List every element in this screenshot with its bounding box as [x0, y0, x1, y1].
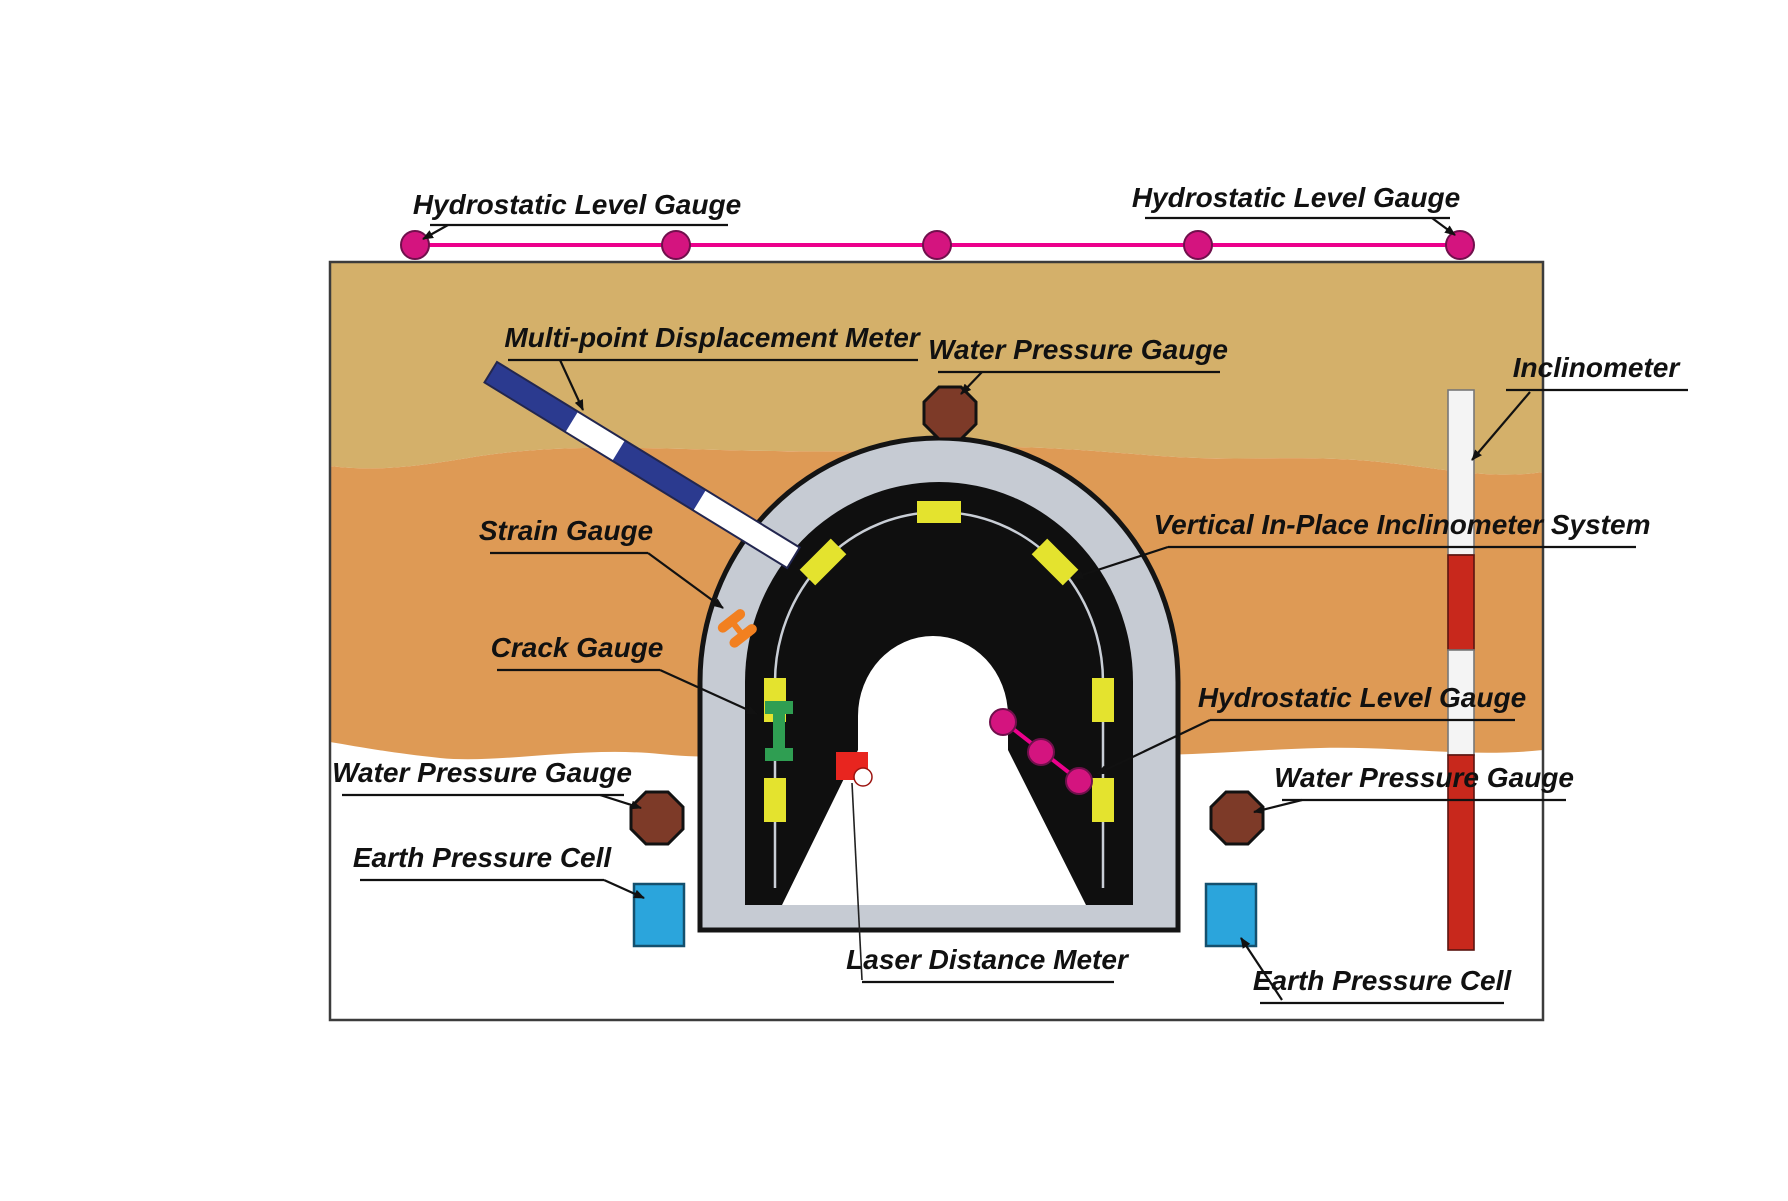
- hydrostatic-gauge-icon: [661, 230, 691, 260]
- hydrostatic-level-inner: [989, 708, 1093, 795]
- label-text: Hydrostatic Level Gauge: [1198, 682, 1526, 713]
- label-water-pressure-left: Water Pressure Gauge: [332, 757, 642, 810]
- label-inclinometer: Inclinometer: [1471, 352, 1688, 461]
- label-text: Water Pressure Gauge: [1274, 762, 1574, 793]
- hydrostatic-gauge-icon: [1445, 230, 1475, 260]
- label-earth-pressure-left: Earth Pressure Cell: [353, 842, 645, 900]
- inclinometer-bar: [1447, 389, 1475, 951]
- label-crack-gauge: Crack Gauge: [491, 632, 758, 716]
- hydrostatic-gauge-icon: [922, 230, 952, 260]
- water-pressure-gauge-icon-top: [922, 385, 978, 441]
- inclinometer-sensor: [1031, 538, 1079, 586]
- water-pressure-gauge-icon-left: [629, 790, 685, 846]
- label-text: Water Pressure Gauge: [332, 757, 632, 788]
- displacement-meter-rod: [483, 360, 802, 570]
- label-vertical-inplace: Vertical In-Place Inclinometer System: [1072, 509, 1651, 580]
- label-water-pressure-top: Water Pressure Gauge: [928, 334, 1228, 395]
- label-laser-distance: Laser Distance Meter: [846, 782, 1130, 984]
- label-text: Hydrostatic Level Gauge: [1132, 182, 1460, 213]
- hydrostatic-gauge-icon: [400, 230, 430, 260]
- water-pressure-gauge-icon-right: [1209, 790, 1265, 846]
- label-hydro-inner: Hydrostatic Level Gauge: [1096, 682, 1526, 775]
- hydrostatic-gauge-icon: [1065, 767, 1093, 795]
- inclinometer-sensor: [799, 538, 847, 586]
- label-text: Inclinometer: [1513, 352, 1682, 383]
- label-strain-gauge: Strain Gauge: [479, 515, 724, 609]
- strain-gauge-icon: [717, 609, 757, 648]
- hydrostatic-gauge-icon: [1027, 738, 1055, 766]
- tunnel: [697, 435, 1181, 933]
- inclinometer-sensor: [1092, 778, 1114, 822]
- earth-pressure-cell-icon-left: [632, 882, 686, 948]
- label-text: Multi-point Displacement Meter: [504, 322, 921, 353]
- earth-pressure-cell-icon-right: [1204, 882, 1258, 948]
- soil-layer-top: [330, 262, 1543, 475]
- label-earth-pressure-right: Earth Pressure Cell: [1240, 937, 1513, 1005]
- hydrostatic-gauge-icon: [989, 708, 1017, 736]
- section-border: [328, 260, 1545, 1022]
- label-text: Hydrostatic Level Gauge: [413, 189, 741, 220]
- label-hydro-top-left: Hydrostatic Level Gauge: [413, 189, 741, 240]
- label-text: Vertical In-Place Inclinometer System: [1154, 509, 1651, 540]
- label-text: Earth Pressure Cell: [353, 842, 613, 873]
- label-water-pressure-right: Water Pressure Gauge: [1253, 762, 1574, 814]
- inclinometer-sensor: [764, 778, 786, 822]
- label-text: Crack Gauge: [491, 632, 664, 663]
- hydrostatic-level-line-top: [400, 230, 1475, 260]
- inclinometer-sensor: [1092, 678, 1114, 722]
- hydrostatic-gauge-icon: [1183, 230, 1213, 260]
- label-hydro-top-right: Hydrostatic Level Gauge: [1132, 182, 1460, 236]
- label-text: Earth Pressure Cell: [1253, 965, 1513, 996]
- inclinometer-sensor: [917, 501, 961, 523]
- crack-gauge-icon: [765, 701, 793, 761]
- laser-distance-meter-icon: [836, 752, 873, 787]
- label-text: Laser Distance Meter: [846, 944, 1130, 975]
- label-text: Strain Gauge: [479, 515, 653, 546]
- tunnel-roadway: [782, 636, 1086, 905]
- label-multipoint-displacement: Multi-point Displacement Meter: [504, 322, 922, 411]
- label-text: Water Pressure Gauge: [928, 334, 1228, 365]
